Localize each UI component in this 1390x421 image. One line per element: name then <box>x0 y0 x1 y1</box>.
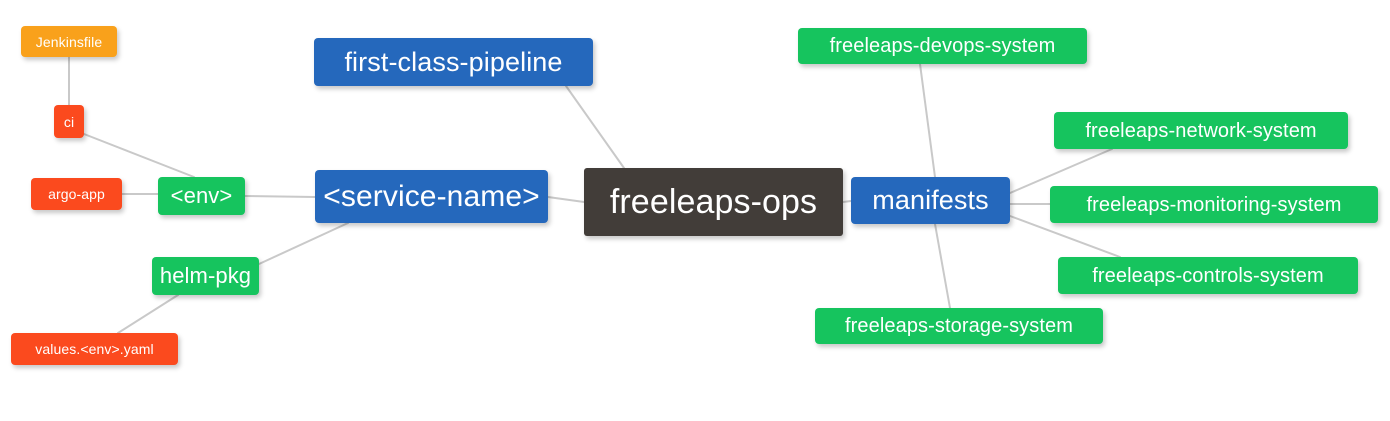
node-freeleaps-controls-system[interactable]: freeleaps-controls-system <box>1058 257 1358 294</box>
edge-freeleaps-ops-to-first-class-pipeline <box>565 85 625 169</box>
edge-env-to-ci <box>83 133 195 178</box>
edge-freeleaps-ops-to-service-name <box>547 196 585 203</box>
node-env[interactable]: <env> <box>158 177 245 215</box>
node-argo-app[interactable]: argo-app <box>31 178 122 210</box>
edge-service-name-to-helm-pkg <box>258 222 349 265</box>
node-freeleaps-storage-system[interactable]: freeleaps-storage-system <box>815 308 1103 344</box>
node-helm-pkg[interactable]: helm-pkg <box>152 257 259 295</box>
node-values-env-yaml[interactable]: values.<env>.yaml <box>11 333 178 365</box>
edge-freeleaps-ops-to-manifests <box>842 200 852 203</box>
edge-service-name-to-env <box>244 195 316 198</box>
node-service-name[interactable]: <service-name> <box>315 170 548 223</box>
edge-manifests-to-freeleaps-storage-system <box>934 223 951 309</box>
edge-helm-pkg-to-values-env-yaml <box>117 294 179 334</box>
node-freeleaps-ops[interactable]: freeleaps-ops <box>584 168 843 236</box>
node-ci[interactable]: ci <box>54 105 84 138</box>
edge-manifests-to-freeleaps-devops-system <box>919 63 936 178</box>
node-first-class-pipeline[interactable]: first-class-pipeline <box>314 38 593 86</box>
node-freeleaps-devops-system[interactable]: freeleaps-devops-system <box>798 28 1087 64</box>
node-manifests[interactable]: manifests <box>851 177 1010 224</box>
node-freeleaps-network-system[interactable]: freeleaps-network-system <box>1054 112 1348 149</box>
node-freeleaps-monitoring-system[interactable]: freeleaps-monitoring-system <box>1050 186 1378 223</box>
node-jenkinsfile[interactable]: Jenkinsfile <box>21 26 117 57</box>
